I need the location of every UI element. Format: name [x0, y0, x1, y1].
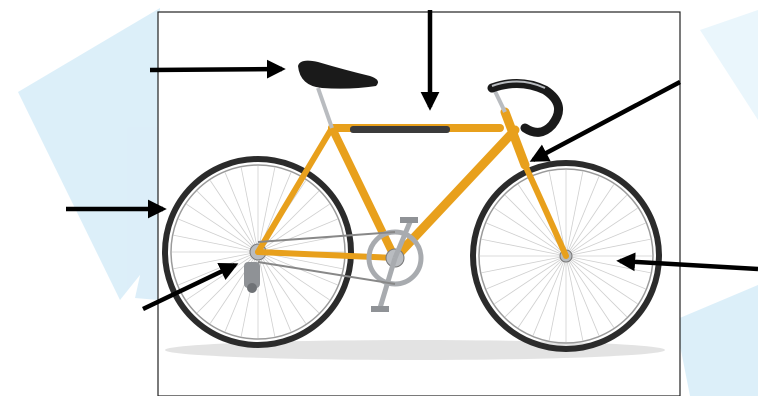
- frame-pump: [350, 126, 450, 133]
- arrow-saddle: [150, 69, 282, 70]
